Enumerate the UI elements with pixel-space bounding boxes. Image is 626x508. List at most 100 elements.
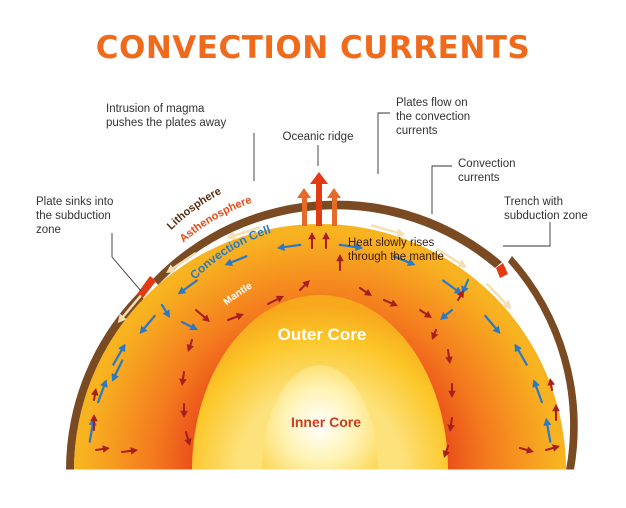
annotation-line: Trench with <box>504 196 564 208</box>
cool-arrow-shaft <box>88 424 94 443</box>
cool-arrow-head <box>532 379 540 388</box>
plate-arrow-head <box>396 228 406 238</box>
cool-arrow-head <box>111 373 119 382</box>
ridge-arrow-center-head <box>310 172 328 184</box>
annotation-heat-rises: Heat slowly rises through the mantle <box>348 236 444 264</box>
plate-arrow-head <box>457 259 467 268</box>
hot-arrow-shaft <box>433 328 438 335</box>
hot-arrow-shaft <box>94 447 104 452</box>
cool-arrow-head <box>139 325 148 334</box>
annotation-plate-sinks: Plate sinks into the subduction zone <box>36 195 113 237</box>
plate-flow-arrows <box>117 224 512 324</box>
hot-arrow-head <box>90 414 98 422</box>
plate-arrow-shaft <box>171 252 197 270</box>
annotation-line: through the mantle <box>348 251 444 263</box>
cool-arrow-head <box>162 309 170 318</box>
leader-plates-flow <box>377 112 390 174</box>
hot-arrow-shaft <box>382 298 393 305</box>
subduction-wedge-right <box>496 263 508 278</box>
cool-convection-arrows <box>88 243 552 443</box>
annotation-line: Plate sinks into <box>36 196 114 208</box>
cool-arrow-shaft <box>444 308 454 317</box>
hot-arrow-shaft <box>418 308 428 316</box>
hot-arrow-head <box>431 331 439 340</box>
hot-arrow-head <box>235 312 244 321</box>
plate-arrow-shaft <box>370 224 399 234</box>
annotation-line: the subduction <box>36 210 111 222</box>
diagram-title: CONVECTION CURRENTS <box>95 30 531 66</box>
annotation-line: pushes the plates away <box>106 117 227 129</box>
hot-arrow-head <box>130 447 138 455</box>
hot-arrow-shaft <box>445 444 450 453</box>
plate-arrow-head <box>226 231 236 240</box>
plate-arrow-shaft <box>233 226 261 237</box>
hot-arrow-head <box>336 254 344 262</box>
plate-arrow-head <box>502 300 512 310</box>
plate-arrow-head <box>166 264 176 273</box>
outer-core-label: Outer Core <box>278 325 367 344</box>
annotation-line: Oceanic ridge <box>282 131 354 143</box>
hot-arrow-head <box>184 438 192 446</box>
cool-arrow-shaft <box>338 243 357 249</box>
cool-arrow-head <box>543 417 552 426</box>
cool-arrow-shaft <box>114 359 124 376</box>
hot-arrow-head <box>423 310 432 318</box>
hot-arrow-head <box>202 314 210 322</box>
hot-arrow-head <box>102 445 110 453</box>
cool-arrow-head <box>406 258 416 267</box>
annotation-magma-intrusion: Intrusion of magma pushes the plates awa… <box>106 102 226 130</box>
inner-core <box>262 365 378 470</box>
hot-arrow-shaft <box>358 286 368 294</box>
cool-arrow-shaft <box>97 385 105 404</box>
leader-plate-sinks <box>111 233 142 292</box>
annotation-line: currents <box>396 125 438 137</box>
cool-arrow-shaft <box>463 278 470 289</box>
crust-right <box>508 256 578 470</box>
ridge-arrow-right-shaft <box>332 196 337 226</box>
annotation-line: Intrusion of magma <box>106 103 205 115</box>
cool-arrow-shaft <box>160 303 168 313</box>
hot-convection-arrows <box>90 232 560 458</box>
annotation-trench: Trench with subduction zone <box>504 195 588 223</box>
cool-arrow-shaft <box>180 320 193 328</box>
hot-arrow-head <box>445 356 453 364</box>
hot-arrow-head <box>308 232 316 240</box>
annotation-line: zone <box>36 224 61 236</box>
annotation-line: currents <box>458 172 500 184</box>
plate-arrow-shaft <box>436 248 461 265</box>
hot-arrow-shaft <box>184 430 190 441</box>
cool-arrow-shaft <box>230 255 248 264</box>
hot-arrow-shaft <box>550 384 554 392</box>
cool-arrow-head <box>224 258 234 267</box>
annotation-line: subduction zone <box>504 210 588 222</box>
cool-arrow-shaft <box>484 314 497 330</box>
hot-arrow-shaft <box>120 449 132 454</box>
hot-arrow-shaft <box>544 446 555 452</box>
annotation-plates-flow: Plates flow on the convection currents <box>396 96 470 138</box>
hot-arrow-head <box>322 232 330 240</box>
hot-arrow-shaft <box>92 394 96 402</box>
hot-arrow-head <box>547 378 555 386</box>
annotation-line: Heat slowly rises <box>348 237 435 249</box>
cool-arrow-shaft <box>112 349 123 366</box>
hot-arrow-head <box>457 290 464 299</box>
cool-arrow-shaft <box>283 243 302 249</box>
hot-arrow-head <box>180 410 188 418</box>
annotation-convection-currents: Convection currents <box>458 157 516 185</box>
subduction-wedge-left <box>137 276 156 298</box>
annotation-line: Plates flow on <box>396 97 468 109</box>
plate-arrow-shaft <box>486 282 507 305</box>
hot-arrow-shaft <box>298 284 306 292</box>
cool-arrow-shaft <box>441 279 458 291</box>
inner-core-label: Inner Core <box>291 414 361 430</box>
cool-arrow-shaft <box>392 255 410 264</box>
hot-arrow-head <box>186 343 194 352</box>
cool-arrow-head <box>492 325 501 334</box>
leader-trench <box>503 222 551 247</box>
plate-arrow-head <box>117 313 127 324</box>
hot-arrow-shaft <box>226 315 239 322</box>
leader-convection <box>431 165 452 214</box>
hot-arrow-shaft <box>449 416 454 426</box>
hot-arrow-head <box>302 280 310 288</box>
hot-arrow-head <box>552 444 560 452</box>
